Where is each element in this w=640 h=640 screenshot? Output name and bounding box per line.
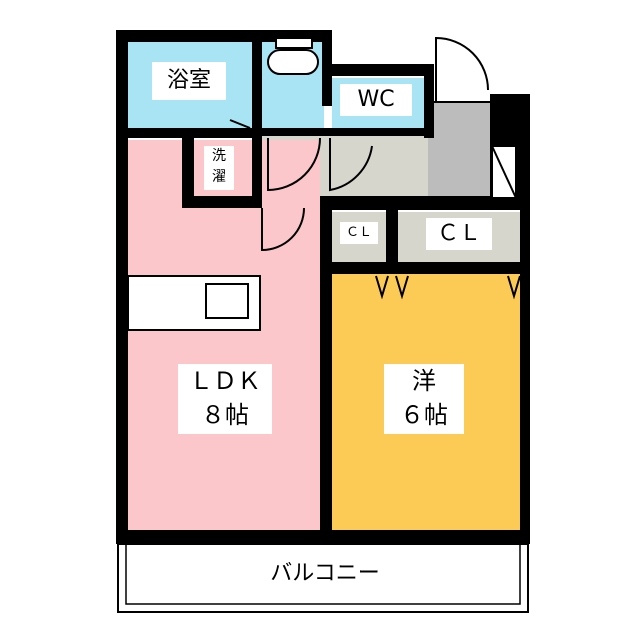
- washroom-door-swing: [261, 207, 305, 252]
- washroom-label: 洗 濯: [204, 146, 234, 190]
- bath-label-text: 浴室: [166, 68, 211, 93]
- western-label: 洋 ６帖: [384, 364, 464, 434]
- ldk-label-line2: ８帖: [201, 401, 249, 429]
- washbasin-icon: [267, 49, 319, 75]
- bath-label: 浴室: [152, 62, 226, 100]
- fixtures: [119, 36, 521, 541]
- hall-door-b: [329, 138, 373, 192]
- balcony-label: バルコニー: [230, 558, 420, 590]
- entrance-area: [428, 102, 490, 196]
- closet-small-label: ＣＬ: [340, 222, 378, 244]
- western-label-line1: 洋: [412, 367, 436, 395]
- western-label-line2: ６帖: [400, 401, 448, 429]
- closet-label-text: ＣＬ: [436, 221, 481, 246]
- entry-door-swing: [435, 36, 489, 102]
- closet-small-label-text: ＣＬ: [345, 225, 372, 240]
- sink-icon: [205, 283, 249, 319]
- ldk-label: ＬＤＫ ８帖: [178, 364, 272, 434]
- washroom-label-line1: 洗: [212, 148, 226, 164]
- wc-label-text: WC: [357, 87, 395, 112]
- washroom-label-line2: 濯: [212, 169, 226, 185]
- closet-label: ＣＬ: [426, 218, 492, 250]
- balcony-label-text: バルコニー: [270, 561, 380, 586]
- ldk-label-line1: ＬＤＫ: [189, 367, 261, 395]
- hall-door-a: [267, 137, 321, 192]
- wc-label: WC: [340, 84, 412, 116]
